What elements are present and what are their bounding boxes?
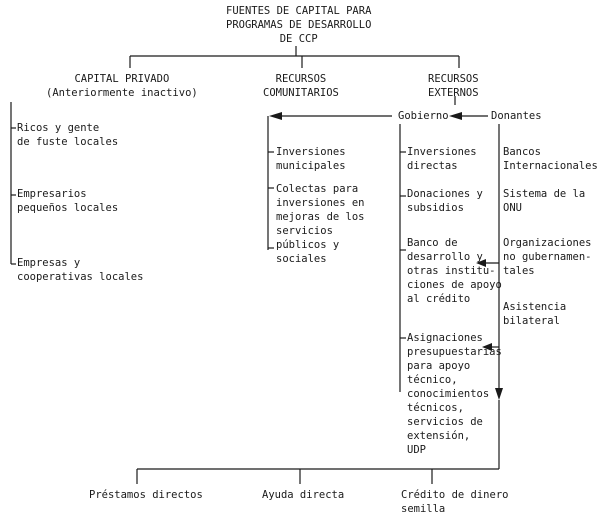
title-line-3: DE CCP xyxy=(279,33,318,45)
donor-item-4-line: Asistencia xyxy=(503,301,567,313)
gov-item-2-line: subsidios xyxy=(407,202,464,214)
donor-item-3-line: no gubernamen- xyxy=(503,251,592,263)
title-line-1: FUENTES DE CAPITAL PARA xyxy=(226,5,372,17)
gov-item-3-line: al crédito xyxy=(407,293,471,305)
gov-item-1-line: directas xyxy=(407,160,458,172)
private-item-2-line: Empresarios xyxy=(17,188,87,200)
donor-item-4-line: bilateral xyxy=(503,315,560,327)
external-heading-line: RECURSOS xyxy=(428,73,479,85)
private-item-1: Ricos y gente de fuste locales xyxy=(17,121,118,149)
gov-item-4-line: UDP xyxy=(407,444,426,456)
output-ayuda-directa: Ayuda directa xyxy=(262,488,344,502)
gov-item-4-line: presupuestarias xyxy=(407,346,502,358)
community-item-1: Inversiones municipales xyxy=(276,145,346,173)
gov-item-3-line: Banco de xyxy=(407,237,458,249)
donor-feed-2-arrow xyxy=(482,343,492,351)
gov-item-4-line: técnico, xyxy=(407,374,458,386)
external-heading: RECURSOS EXTERNOS xyxy=(428,72,479,100)
gov-item-3-line: desarrollo y xyxy=(407,251,483,263)
donor-item-2-line: ONU xyxy=(503,202,522,214)
gov-item-4-line: conocimientos xyxy=(407,388,490,400)
gov-item-3-line: ciones de apoyo xyxy=(407,279,502,291)
output-credito-dinero-semilla: Crédito de dinero semilla xyxy=(401,488,508,516)
private-heading-line-1: CAPITAL PRIVADO xyxy=(74,73,170,85)
private-item-1-line: de fuste locales xyxy=(17,136,119,148)
donor-item-1-line: Internacionales xyxy=(503,160,598,172)
private-heading: CAPITAL PRIVADO (Anteriormente inactivo) xyxy=(46,72,198,100)
community-item-1-line: municipales xyxy=(276,160,346,172)
gov-item-3-line: otras institu- xyxy=(407,265,496,277)
donor-item-3-line: Organizaciones xyxy=(503,237,592,249)
donor-item-3-line: tales xyxy=(503,265,535,277)
gov-item-4-line: Asignaciones xyxy=(407,332,483,344)
output-3-line: semilla xyxy=(401,503,446,515)
diagram-title: FUENTES DE CAPITAL PARA PROGRAMAS DE DESA… xyxy=(226,4,371,46)
donor-item-4: Asistencia bilateral xyxy=(503,300,566,328)
gov-item-3: Banco de desarrollo y otras institu-ciones… xyxy=(407,236,502,306)
private-item-1-line: Ricos y gente xyxy=(17,122,100,134)
gov-to-community-arrow xyxy=(269,112,282,120)
donor-item-2: Sistema de la ONU xyxy=(503,187,585,215)
gov-item-2-line: Donaciones y xyxy=(407,188,483,200)
output-3-line: Crédito de dinero xyxy=(401,489,509,501)
gov-item-1-line: Inversiones xyxy=(407,146,477,158)
output-prestamos-directos: Préstamos directos xyxy=(89,488,203,502)
gov-item-4-line: servicios de xyxy=(407,416,483,428)
gov-item-4: Asignaciones presupuestarias para apoyo téc… xyxy=(407,331,502,457)
private-item-3-line: cooperativas locales xyxy=(17,271,144,283)
community-heading-line: RECURSOS xyxy=(275,73,327,85)
private-heading-line-2: (Anteriormente inactivo) xyxy=(46,87,198,99)
gov-item-2: Donaciones y subsidios xyxy=(407,187,483,215)
private-item-3-line: Empresas y xyxy=(17,257,81,269)
community-item-2-line: servicios xyxy=(276,225,333,237)
donantes-label: Donantes xyxy=(491,110,542,122)
gov-item-4-line: extensión, xyxy=(407,430,471,442)
gov-item-1: Inversiones directas xyxy=(407,145,477,173)
title-line-2: PROGRAMAS DE DESARROLLO xyxy=(226,19,372,31)
output-1-line: Préstamos directos xyxy=(89,489,203,501)
donor-item-3: Organizaciones no gubernamen-tales xyxy=(503,236,592,278)
gov-item-4-line: técnicos, xyxy=(407,402,464,414)
private-item-2: Empresarios pequeños locales xyxy=(17,187,118,215)
private-item-2-line: pequeños locales xyxy=(17,202,119,214)
community-item-1-line: Inversiones xyxy=(276,146,346,158)
community-heading-line: COMUNITARIOS xyxy=(263,87,339,99)
private-item-3: Empresas y cooperativas locales xyxy=(17,256,143,284)
gov-item-4-line: para apoyo xyxy=(407,360,471,372)
donor-item-1-line: Bancos xyxy=(503,146,541,158)
community-item-2-line: sociales xyxy=(276,253,327,265)
donor-feed-1-arrow xyxy=(476,259,486,267)
community-item-2-line: mejoras de los xyxy=(276,211,365,223)
gobierno-label: Gobierno xyxy=(398,110,449,122)
gov-down-arrow xyxy=(495,388,503,400)
community-item-2-line: Colectas para xyxy=(276,183,359,195)
external-heading-line: EXTERNOS xyxy=(428,87,479,99)
output-2-line: Ayuda directa xyxy=(262,489,345,501)
donor-item-2-line: Sistema de la xyxy=(503,188,586,200)
community-heading: RECURSOS COMUNITARIOS xyxy=(263,72,339,100)
community-item-2-line: públicos y xyxy=(276,239,340,251)
community-item-2-line: inversiones en xyxy=(276,197,365,209)
community-item-2: Colectas para inversiones en mejoras de lo… xyxy=(276,182,365,266)
donantes-to-gobierno-arrow xyxy=(449,112,462,120)
